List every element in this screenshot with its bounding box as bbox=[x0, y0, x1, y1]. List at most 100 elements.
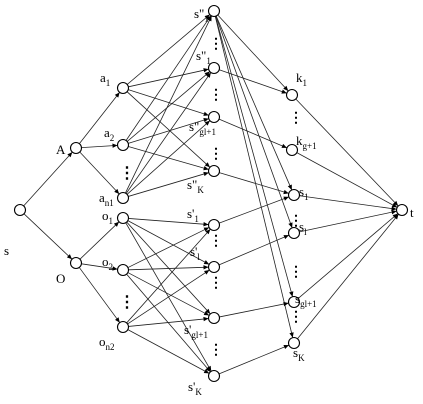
edge-p1-c1 bbox=[215, 15, 293, 191]
node-t bbox=[395, 203, 409, 217]
label-scl: sl bbox=[299, 219, 307, 237]
node-A bbox=[69, 141, 83, 155]
label-t: t bbox=[410, 205, 414, 220]
edge-a1-p1 bbox=[126, 14, 211, 85]
label-s: s bbox=[4, 243, 9, 258]
edge-o1-q2 bbox=[127, 220, 210, 265]
edge-q2-cl bbox=[218, 234, 290, 266]
ellipsis-s2-top: ⋮ bbox=[209, 37, 223, 52]
node-q3 bbox=[207, 311, 221, 325]
arrowhead-an1-p1 bbox=[207, 15, 212, 22]
arrowhead-on2-q1 bbox=[205, 229, 211, 235]
label-O: O bbox=[56, 271, 65, 286]
arrowhead-a2-p4 bbox=[203, 166, 209, 171]
label-s1p-1: s'1 bbox=[187, 206, 199, 224]
edge-s-A bbox=[23, 151, 73, 207]
node-q4 bbox=[207, 369, 221, 383]
label-sc1: s1 bbox=[299, 184, 309, 202]
arrowhead-A-an1 bbox=[114, 188, 120, 194]
ellipsis-a: ⋮ bbox=[119, 165, 135, 182]
label-s1p-K: s'K bbox=[188, 379, 202, 397]
edge-p1-cl bbox=[215, 16, 293, 228]
arrowhead-p3-kg1 bbox=[281, 143, 287, 148]
node-o1 bbox=[116, 211, 130, 225]
arrowhead-O-o2 bbox=[112, 266, 118, 271]
label-s1p-gl1: s'gl+1 bbox=[184, 322, 208, 340]
edge-on2-q3 bbox=[128, 318, 209, 327]
arrowhead-p1-cK bbox=[289, 332, 294, 338]
edge-q3-cg1 bbox=[219, 302, 289, 318]
arrowhead-a2-p3 bbox=[203, 117, 209, 123]
label-a2: a2 bbox=[104, 125, 114, 143]
edge-O-o2 bbox=[81, 263, 118, 270]
ellipsis-k: ⋮ bbox=[289, 111, 303, 126]
arrowhead-o2-q2 bbox=[203, 265, 209, 270]
edge-o2-q1 bbox=[127, 227, 210, 268]
arrowhead-A-a2 bbox=[112, 143, 118, 148]
edge-a1-p3 bbox=[128, 89, 209, 116]
edge-p4-c1 bbox=[219, 172, 289, 194]
arrowhead-kg1-t bbox=[391, 203, 398, 208]
edge-A-a1 bbox=[79, 92, 120, 144]
ellipsis-s1p-mid2: ⋮ bbox=[209, 276, 223, 291]
node-q1 bbox=[207, 218, 221, 232]
node-kg1 bbox=[285, 143, 299, 157]
label-scK: sK bbox=[293, 345, 305, 363]
arrowhead-a1-p4 bbox=[204, 162, 210, 168]
node-cl bbox=[287, 226, 301, 240]
edge-p3-kg1 bbox=[218, 118, 288, 149]
node-p3 bbox=[207, 110, 221, 124]
edge-o2-q3 bbox=[127, 272, 210, 316]
edge-s-O bbox=[23, 213, 73, 260]
arrowhead-o2-q3 bbox=[203, 311, 210, 316]
arrowhead-cK-t bbox=[393, 214, 399, 220]
arrowhead-on2-q2 bbox=[204, 270, 210, 275]
edge-p2-k1 bbox=[219, 69, 287, 94]
arrowhead-c1-t bbox=[391, 206, 397, 211]
edge-p1-cK bbox=[214, 16, 294, 338]
edge-q1-c1 bbox=[219, 196, 289, 224]
edge-c1-t bbox=[299, 195, 397, 210]
arrowhead-p1-cg1 bbox=[289, 291, 294, 297]
arrowhead-a1-p3 bbox=[203, 111, 209, 116]
node-s bbox=[13, 203, 27, 217]
arrowhead-p1-cl bbox=[288, 222, 293, 228]
edge-o2-q4 bbox=[126, 273, 211, 373]
edges bbox=[23, 14, 399, 375]
arrowhead-an1-p3 bbox=[204, 120, 210, 126]
label-s2-1-top: s"1 bbox=[194, 6, 209, 24]
edge-an1-p1 bbox=[125, 15, 212, 194]
ellipsis-s2-mid: ⋮ bbox=[209, 88, 223, 103]
edge-cl-t bbox=[299, 210, 397, 233]
arrowhead-cl-t bbox=[391, 210, 397, 215]
arrowhead-o1-q3 bbox=[205, 308, 211, 314]
ellipsis-s1p-mid: ⋮ bbox=[209, 234, 223, 249]
edge-O-on2 bbox=[78, 267, 121, 323]
arrowhead-on2-q4 bbox=[203, 369, 210, 374]
edge-kg1-t bbox=[296, 152, 398, 208]
arrowhead-on2-q3 bbox=[203, 316, 209, 322]
arrowhead-an1-p4 bbox=[203, 171, 209, 177]
node-q2 bbox=[207, 260, 221, 274]
edge-on2-q2 bbox=[127, 269, 210, 325]
edge-on2-q4 bbox=[127, 329, 210, 374]
label-A: A bbox=[56, 142, 66, 157]
node-c1 bbox=[287, 188, 301, 202]
edge-an1-p2 bbox=[125, 72, 212, 194]
label-k1: k1 bbox=[296, 70, 307, 88]
node-o2 bbox=[116, 263, 130, 277]
node-O bbox=[69, 256, 83, 270]
label-on2: on2 bbox=[99, 334, 115, 352]
arrowhead-O-o1 bbox=[113, 221, 120, 227]
edge-cK-t bbox=[297, 214, 399, 339]
arrowhead-A-a1 bbox=[114, 92, 120, 98]
edge-A-a2 bbox=[81, 144, 118, 149]
arrowhead-p1-k1 bbox=[283, 85, 289, 91]
node-p4 bbox=[207, 164, 221, 178]
label-s1p-l: s'l bbox=[190, 244, 200, 262]
edge-on2-q1 bbox=[126, 228, 211, 324]
ellipsis-s1p-bot: ⋮ bbox=[209, 343, 223, 358]
label-scgl1: sgl+1 bbox=[295, 291, 317, 309]
node-p2 bbox=[207, 61, 221, 75]
